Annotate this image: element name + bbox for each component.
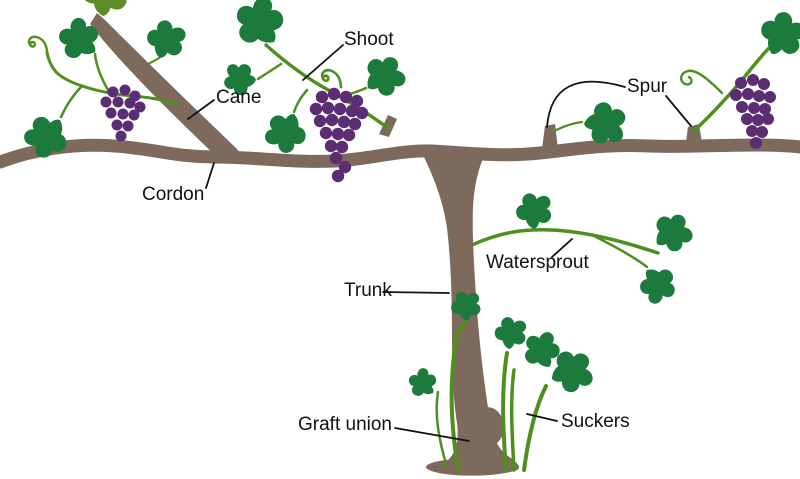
leaf [521, 330, 563, 372]
leaf [634, 261, 681, 308]
leaf [140, 15, 192, 66]
left-spur [542, 99, 629, 149]
right-spur [680, 4, 800, 149]
tendril [26, 33, 49, 57]
watersprout [456, 190, 697, 308]
cordon-leader [205, 162, 215, 189]
watersprout-leader [551, 238, 573, 258]
cordon-branch [0, 138, 800, 169]
label-graft-union: Graft union [298, 414, 392, 435]
leader-lines [187, 44, 692, 442]
label-suckers: Suckers [561, 411, 630, 432]
leaf [259, 105, 314, 160]
trunk-leader [382, 291, 450, 294]
label-watersprout: Watersprout [486, 252, 589, 273]
cane-shoot [18, 0, 192, 165]
leaf [513, 190, 555, 232]
spur-right-leader [665, 95, 692, 127]
grape-cluster [100, 84, 146, 142]
label-cane: Cane [216, 87, 262, 108]
label-shoot: Shoot [344, 29, 394, 50]
label-trunk: Trunk [344, 280, 392, 301]
tendril [680, 69, 724, 95]
cane-leader [187, 99, 215, 120]
grape-cluster [730, 74, 776, 149]
graft-union-leader [394, 427, 470, 442]
shoot-leader [302, 44, 344, 81]
graft-union-bulge [470, 407, 504, 447]
grape-cluster [309, 87, 369, 183]
leaf [491, 313, 531, 353]
central-shoot [221, 0, 410, 183]
leaf [752, 4, 800, 66]
trunk-base [426, 458, 518, 476]
cane-branch [90, 13, 245, 161]
spur-stub [685, 124, 703, 149]
suckers [404, 290, 595, 472]
label-cordon: Cordon [142, 184, 205, 205]
label-spur: Spur [627, 76, 668, 97]
leaf [647, 208, 697, 258]
leaf [228, 0, 291, 54]
spur-stub [542, 124, 558, 149]
spur-left-leader [546, 80, 626, 128]
leaf [358, 50, 410, 103]
suckers-leader [526, 413, 558, 422]
leaf [77, 0, 134, 22]
